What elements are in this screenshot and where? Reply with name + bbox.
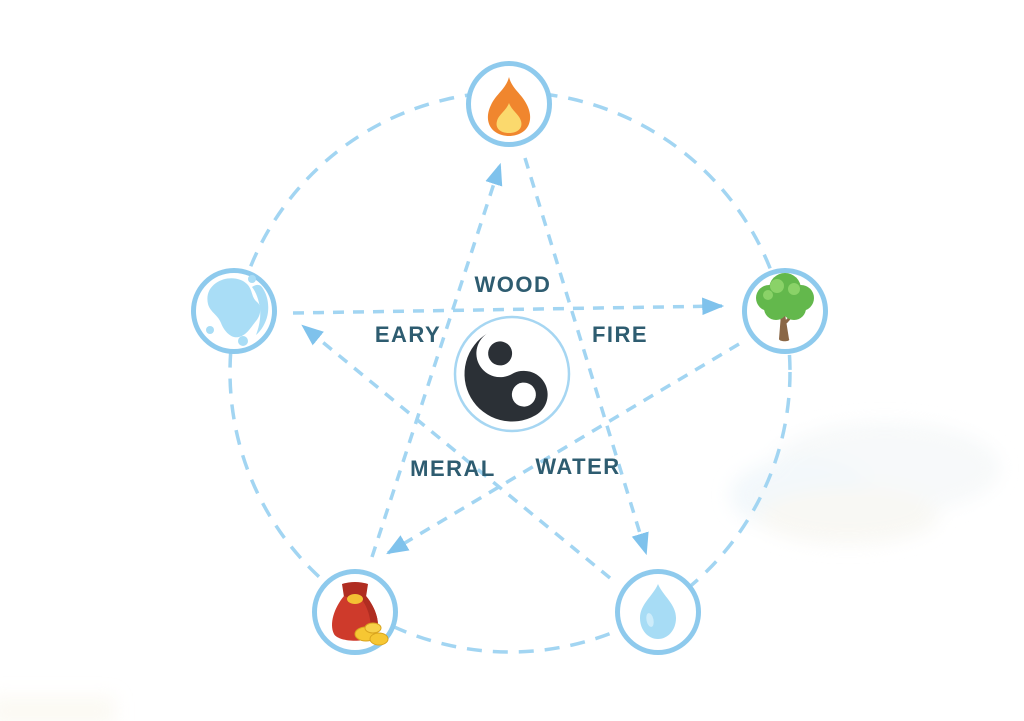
globe-icon bbox=[206, 275, 269, 346]
star-lines bbox=[292, 157, 740, 580]
flame-icon bbox=[487, 77, 531, 136]
earth-label: EARY bbox=[375, 322, 441, 347]
arrow-line-water-to-earth bbox=[301, 324, 612, 580]
fire-label: FIRE bbox=[592, 322, 648, 347]
money-bag-icon bbox=[332, 582, 389, 646]
background-smudge bbox=[0, 422, 1000, 721]
wood-label: WOOD bbox=[475, 272, 552, 297]
arrow-line-earth-to-wood bbox=[292, 297, 725, 316]
yin-yang-icon bbox=[453, 315, 571, 433]
element-labels: WOOD EARY FIRE MERAL WATER bbox=[375, 272, 648, 481]
metal-label: MERAL bbox=[410, 456, 496, 481]
water-label: WATER bbox=[535, 454, 620, 479]
arrow-line-metal-to-fire bbox=[370, 162, 503, 558]
tree-icon bbox=[756, 273, 814, 342]
arrow-line-wood-to-metal bbox=[386, 342, 740, 555]
arrow-line-fire-to-water bbox=[523, 157, 649, 556]
water-drop-icon bbox=[640, 584, 676, 639]
cycle-dashed-circle bbox=[228, 90, 792, 654]
